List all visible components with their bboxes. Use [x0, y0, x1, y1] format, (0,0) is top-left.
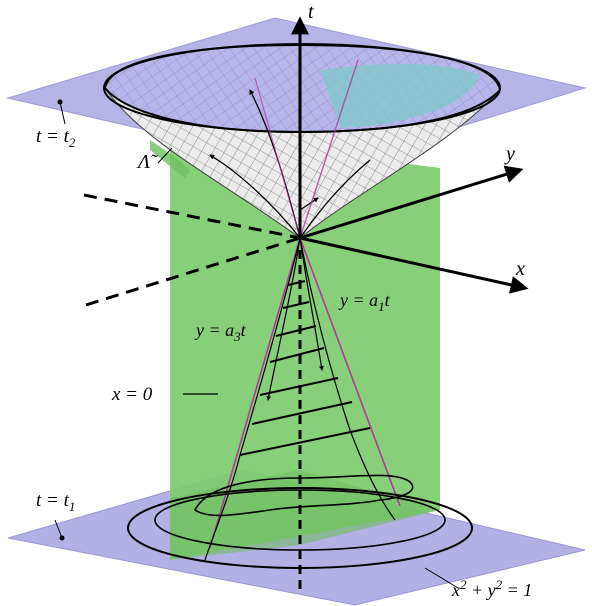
pointer-t2 [59, 101, 66, 125]
line-a1 [299, 237, 401, 507]
label-line-a3: y = a3t [194, 320, 247, 344]
x-axis-back [85, 236, 301, 307]
cone-bowl-cyan [320, 63, 480, 129]
axis-label-y: y [504, 143, 515, 165]
y-axis-back [83, 193, 301, 240]
label-unit-circle: x2 + y2 = 1 [451, 577, 532, 600]
cone-surface-green-edge [150, 140, 190, 178]
y-axis [299, 165, 524, 240]
label-upper-plane: t = t2 [36, 126, 76, 150]
pointer-t1 [54, 519, 63, 539]
label-plane-x0: x = 0 [111, 384, 153, 405]
axis-label-x: x [515, 258, 525, 280]
label-surface: Λ̃ [136, 151, 158, 173]
axis-label-t: t [308, 1, 314, 23]
label-lower-plane: t = t1 [36, 490, 75, 514]
line-a3 [209, 237, 301, 549]
x-axis [299, 236, 529, 294]
pointer-circle [424, 567, 459, 589]
label-line-a1: y = a1t [338, 290, 391, 314]
pointer-surface [157, 147, 173, 164]
upper-ellipse [103, 43, 501, 133]
